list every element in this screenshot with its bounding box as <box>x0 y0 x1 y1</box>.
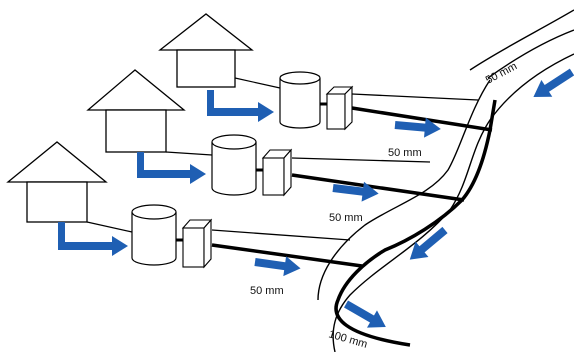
pipe-thick-middle <box>291 173 465 202</box>
flow-arrow-icon <box>344 300 386 328</box>
house-icon <box>158 13 254 88</box>
filter-box-icon <box>181 218 213 269</box>
flow-arrow-icon <box>58 222 128 256</box>
river-top-edge <box>469 9 574 71</box>
label-pipe-2: 50 mm <box>329 212 363 224</box>
label-pipe-3: 50 mm <box>250 285 284 297</box>
filter-box-icon <box>325 85 354 131</box>
house-connector-bottom <box>86 221 133 233</box>
house-connector-top <box>234 77 281 89</box>
tank-icon <box>279 71 321 129</box>
house-icon <box>6 141 108 223</box>
label-pipe-1: 50 mm <box>388 147 422 159</box>
flow-arrow-icon <box>409 226 448 260</box>
tank-icon <box>131 204 177 266</box>
pipe-thick-bottom <box>211 243 363 268</box>
tank-icon <box>211 134 257 196</box>
main-collector-pipe <box>334 99 497 347</box>
pipe-thin-bottom <box>211 229 351 241</box>
pipe-thin-middle <box>291 157 431 163</box>
label-river-top: 50 mm <box>484 60 519 86</box>
filter-box-icon <box>261 148 293 197</box>
flow-arrow-icon <box>332 181 379 202</box>
pipe-thin-top <box>351 93 479 101</box>
river-right-bank <box>487 29 574 79</box>
flow-arrow-icon <box>137 152 206 184</box>
house-connector-middle <box>165 151 213 156</box>
flow-arrow-icon <box>207 90 274 122</box>
label-river-bottom: 100 mm <box>327 328 369 350</box>
flow-arrow-icon <box>394 117 441 138</box>
flow-arrow-icon <box>533 68 574 98</box>
house-icon <box>86 69 186 153</box>
flow-arrow-icon <box>254 256 301 277</box>
pipe-thick-top <box>351 106 493 132</box>
